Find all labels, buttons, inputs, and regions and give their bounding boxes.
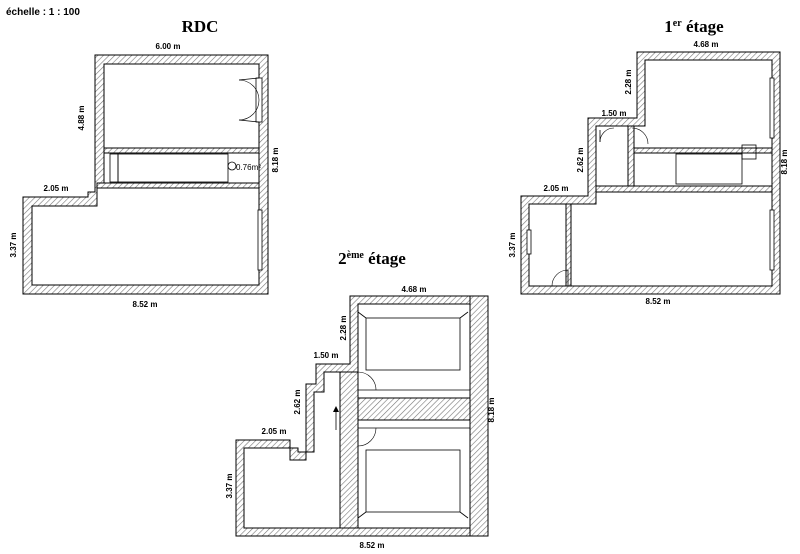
etage1-inner-wall-1	[627, 125, 635, 189]
etage2-dim-bottom: 8.52 m	[360, 541, 385, 550]
etage2-right-wall	[469, 295, 489, 537]
rdc-stair-wall-top	[103, 147, 260, 154]
etage1-window-left	[526, 229, 532, 255]
etage2-central-wall	[339, 371, 359, 529]
etage1-staircase	[675, 144, 757, 185]
etage2-plan: 2ème étage 4.68 m 2.28 m 1.50 m 2.62 m 2…	[225, 249, 496, 550]
etage2-title: 2ème étage	[338, 249, 406, 268]
etage1-door-top	[599, 127, 649, 145]
scale-label: échelle : 1 : 100	[6, 7, 80, 18]
rdc-area-label: 0.76m²	[236, 163, 261, 172]
rdc-dim-total-height: 8.18 m	[271, 148, 280, 173]
etage1-window-right-2	[769, 209, 775, 271]
etage2-stair-arrow	[333, 406, 339, 430]
etage2-dim-top: 4.68 m	[402, 285, 427, 294]
rdc-dim-upper-left: 4.88 m	[77, 106, 86, 131]
etage2-dim-step: 2.05 m	[262, 427, 287, 436]
etage2-dim-lower-left: 3.37 m	[225, 474, 234, 499]
etage1-dim-lower-left: 3.37 m	[508, 233, 517, 258]
etage1-dim-total-height: 8.18 m	[780, 150, 789, 175]
etage1-inner-wall-4	[565, 203, 572, 287]
rdc-plan: RDC 0.76m² 6.00 m 4.88 m 2.05 m 3.37 m 8…	[9, 17, 280, 309]
etage2-door-1	[357, 371, 377, 391]
etage1-inner-wall-2	[595, 185, 773, 193]
rdc-staircase	[109, 153, 229, 183]
etage1-dim-bottom: 8.52 m	[646, 297, 671, 306]
etage1-window-right-1	[769, 77, 775, 139]
etage1-walls	[520, 51, 781, 295]
etage2-dim-mid-width: 1.50 m	[314, 351, 339, 360]
rdc-window	[257, 209, 263, 271]
rdc-walls	[22, 54, 269, 295]
rdc-title: RDC	[182, 17, 219, 36]
etage1-plan: 1er étage 4.68 m 2.28 m 1.50 m 2.62 m	[508, 17, 789, 306]
rdc-dim-bottom: 8.52 m	[133, 300, 158, 309]
rdc-stair-wall-bottom	[96, 182, 260, 189]
etage1-inner-wall-3	[633, 147, 773, 154]
rdc-dim-lower-left: 3.37 m	[9, 233, 18, 258]
etage1-dim-top: 4.68 m	[694, 40, 719, 49]
etage2-room-bottom	[365, 449, 461, 513]
etage1-dim-upper: 2.28 m	[624, 70, 633, 95]
etage2-door-2	[357, 427, 377, 447]
etage1-title: 1er étage	[664, 17, 724, 36]
rdc-dim-step: 2.05 m	[44, 184, 69, 193]
etage1-dim-mid-height: 2.62 m	[576, 148, 585, 173]
rdc-dim-top: 6.00 m	[156, 42, 181, 51]
etage2-dim-mid-height: 2.62 m	[293, 390, 302, 415]
etage1-dim-step: 2.05 m	[544, 184, 569, 193]
rdc-marker	[227, 161, 237, 171]
rdc-door	[238, 77, 263, 123]
etage1-door-bottom	[551, 269, 569, 287]
etage2-dim-upper: 2.28 m	[339, 316, 348, 341]
etage2-corridor-wall	[357, 397, 471, 421]
etage2-dim-total-height: 8.18 m	[487, 398, 496, 423]
etage2-room-top	[365, 317, 461, 371]
etage1-dim-mid-width: 1.50 m	[602, 109, 627, 118]
